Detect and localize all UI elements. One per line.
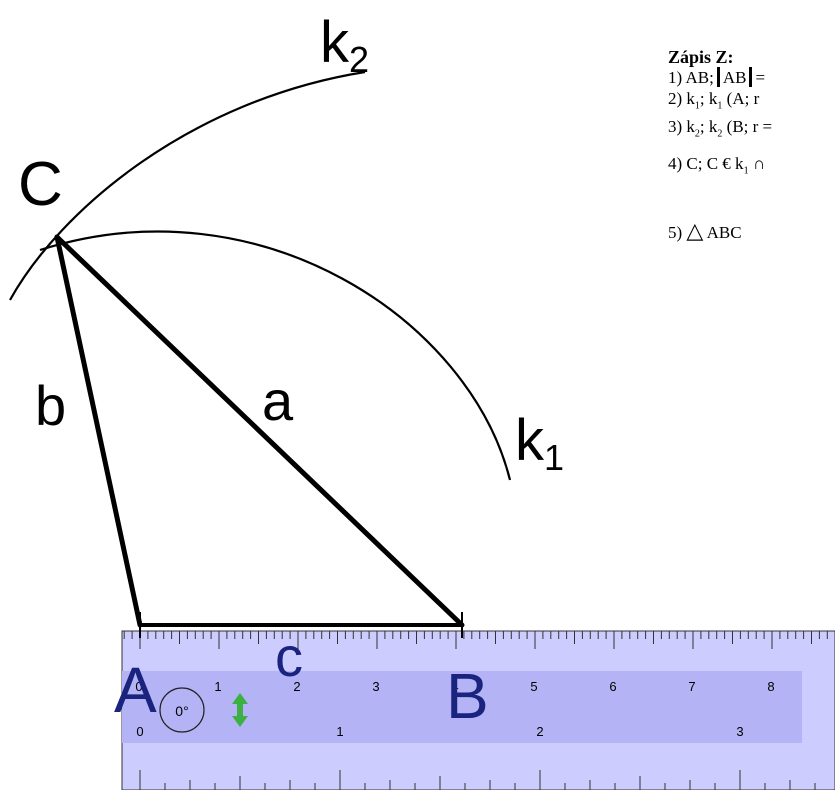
ruler-band <box>122 671 802 743</box>
ruler-top-ticks <box>123 631 828 649</box>
ruler-number-cm: 0 <box>135 679 142 694</box>
construction-notes: Zápis Z: 1) AB;AB= 2) k1; k1 (A; r 3) k2… <box>668 47 835 327</box>
notes-step-4: 4) C; C € k1 ∩ <box>668 153 766 177</box>
ruler-number-inch: 3 <box>736 724 743 739</box>
ruler-number-cm: 2 <box>293 679 300 694</box>
ruler-number-inch: 0 <box>136 724 143 739</box>
ruler-top-numbers: 0 1 2 3 4 5 6 7 8 <box>135 679 774 694</box>
ruler-bottom-numbers: 0 1 2 3 <box>136 724 743 739</box>
ruler-number-inch: 1 <box>336 724 343 739</box>
abs-bar-right <box>749 67 753 87</box>
label-side-c: c <box>275 625 303 688</box>
ruler-number-cm: 4 <box>451 679 458 694</box>
label-point-b: B <box>446 660 489 732</box>
ruler[interactable]: 0 1 2 3 4 5 6 7 8 0 1 2 3 0° <box>121 630 835 790</box>
arc-k2 <box>9 70 366 301</box>
notes-step-2: 2) k1; k1 (A; r <box>668 89 760 112</box>
side-b-line <box>54 234 143 628</box>
notes-step-3: 3) k2; k2 (B; r = <box>668 117 773 140</box>
label-k1: k1 <box>515 408 564 478</box>
ruler-number-cm: 3 <box>372 679 379 694</box>
notes-step-5: 5) △ ABC <box>668 219 742 245</box>
ruler-number-cm: 8 <box>767 679 774 694</box>
label-k2: k2 <box>320 10 369 80</box>
label-side-a: a <box>262 369 294 432</box>
label-side-b: b <box>35 374 66 437</box>
ruler-number-cm: 5 <box>530 679 537 694</box>
rotate-angle-icon[interactable] <box>159 687 205 733</box>
triangle-symbol: △ <box>686 219 704 245</box>
ruler-number-cm: 6 <box>609 679 616 694</box>
side-a-line <box>54 234 465 628</box>
notes-step-1: 1) AB;AB= <box>668 67 766 87</box>
ruler-number-inch: 2 <box>536 724 543 739</box>
ruler-number-cm: 1 <box>214 679 221 694</box>
ruler-number-cm: 7 <box>688 679 695 694</box>
notes-title: Zápis Z: <box>668 47 734 67</box>
arc-k1 <box>39 230 512 481</box>
abs-bar-left <box>716 67 720 87</box>
ruler-angle-label: 0° <box>175 703 188 719</box>
label-point-a: A <box>114 654 157 726</box>
label-point-c: C <box>18 150 63 219</box>
ruler-bottom-ticks <box>139 770 816 790</box>
move-vertical-icon[interactable] <box>232 693 248 727</box>
